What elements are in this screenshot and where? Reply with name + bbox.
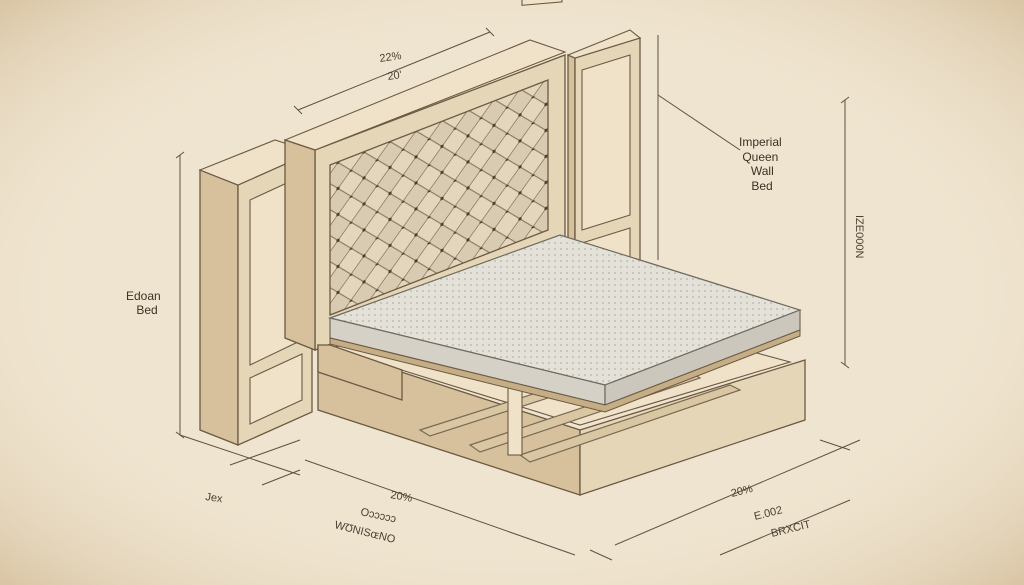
- dim-front-length: 20%: [389, 489, 413, 505]
- dim-right-height: IZE000N: [853, 215, 865, 258]
- dim-top-width-1: 22%: [379, 50, 403, 65]
- label-edoan-bed: Edoan Bed: [126, 289, 164, 317]
- left-cabinet: [198, 139, 314, 447]
- tufted-panel: [329, 79, 549, 316]
- dim-top-width-2: 20': [387, 69, 403, 83]
- dim-left-bottom: Jex: [205, 491, 224, 505]
- mattress: [327, 234, 802, 413]
- dimension-lines: [175, 27, 861, 561]
- label-imperial-queen: Imperial Queen Wall Bed: [739, 135, 785, 193]
- dim-right-bottom-1: 20%: [730, 483, 754, 500]
